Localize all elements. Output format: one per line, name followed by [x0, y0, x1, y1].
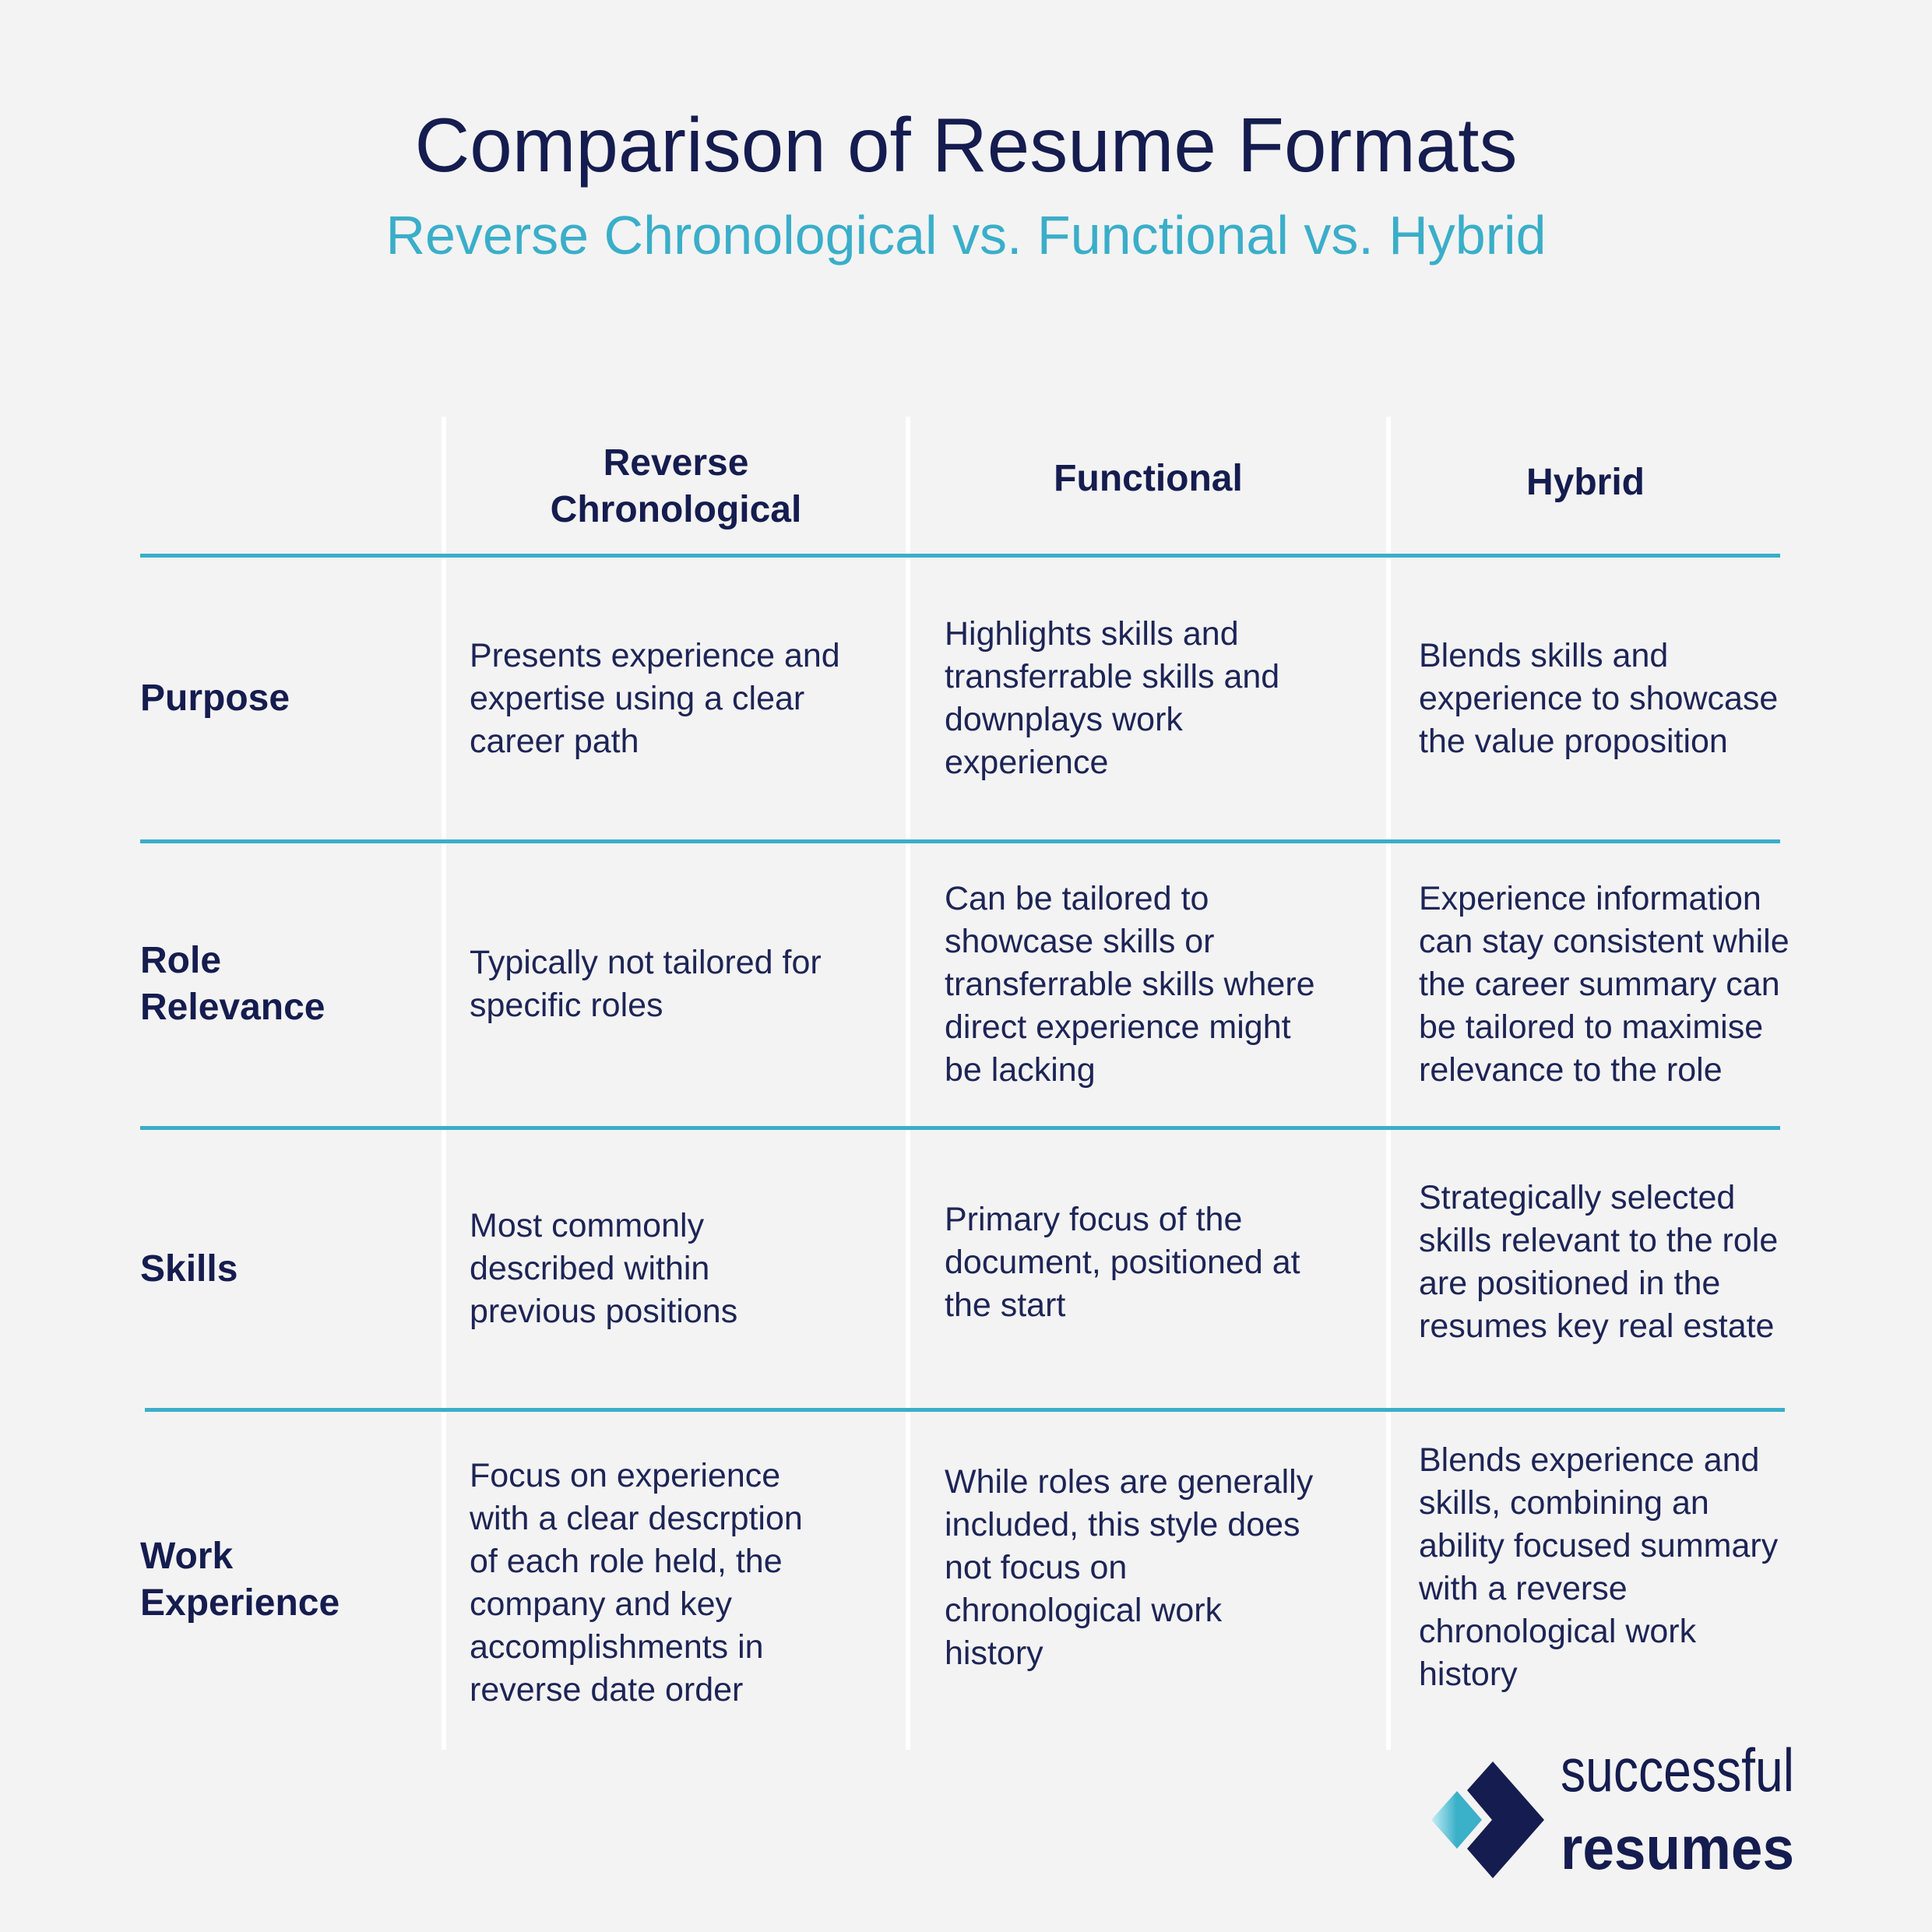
column-header-reverse-chronological: Reverse Chronological	[550, 442, 802, 530]
logo-text-resumes: resumes	[1561, 1814, 1794, 1882]
column-divider	[906, 417, 910, 1750]
table-cell: Experience information can stay consiste…	[1419, 879, 1789, 1089]
table-cell: Focus on experience with a clear descrpt…	[470, 1457, 803, 1709]
table-cell: Most commonly described within previous …	[470, 1207, 738, 1330]
table-cell: Presents experience and expertise using …	[470, 636, 840, 760]
table-cell: Blends experience and skills, combining …	[1419, 1441, 1779, 1693]
logo-text-successful: successful	[1561, 1736, 1794, 1804]
row-divider	[145, 1408, 1785, 1412]
row-label-purpose: Purpose	[140, 677, 290, 719]
row-divider	[140, 839, 1780, 843]
page-subtitle: Reverse Chronological vs. Functional vs.…	[385, 205, 1547, 266]
table-cell: While roles are generally included, this…	[945, 1462, 1314, 1672]
row-label-skills: Skills	[140, 1248, 238, 1290]
row-divider	[140, 554, 1780, 558]
table-cell: Highlights skills and transferrable skil…	[945, 615, 1280, 781]
table-cell: Strategically selected skills relevant t…	[1419, 1179, 1779, 1345]
logo-light-diamond-icon	[1431, 1791, 1482, 1849]
page-title: Comparison of Resume Formats	[414, 102, 1518, 188]
column-divider	[1386, 417, 1391, 1750]
column-header-functional: Functional	[1054, 458, 1243, 499]
column-header-hybrid: Hybrid	[1526, 462, 1645, 503]
logo-dark-chevron-icon	[1467, 1761, 1544, 1878]
row-label-role-relevance: Role Relevance	[140, 940, 326, 1028]
row-label-work-experience: Work Experience	[140, 1536, 340, 1624]
successful-resumes-logo: successful resumes	[1431, 1736, 1794, 1882]
table-cell: Blends skills and experience to showcase…	[1419, 636, 1779, 760]
column-divider	[442, 417, 446, 1750]
table-cell: Typically not tailored for specific role…	[470, 944, 822, 1024]
row-divider	[140, 1126, 1780, 1130]
table-cell: Primary focus of the document, positione…	[945, 1200, 1300, 1324]
table-cell: Can be tailored to showcase skills or tr…	[945, 879, 1315, 1089]
